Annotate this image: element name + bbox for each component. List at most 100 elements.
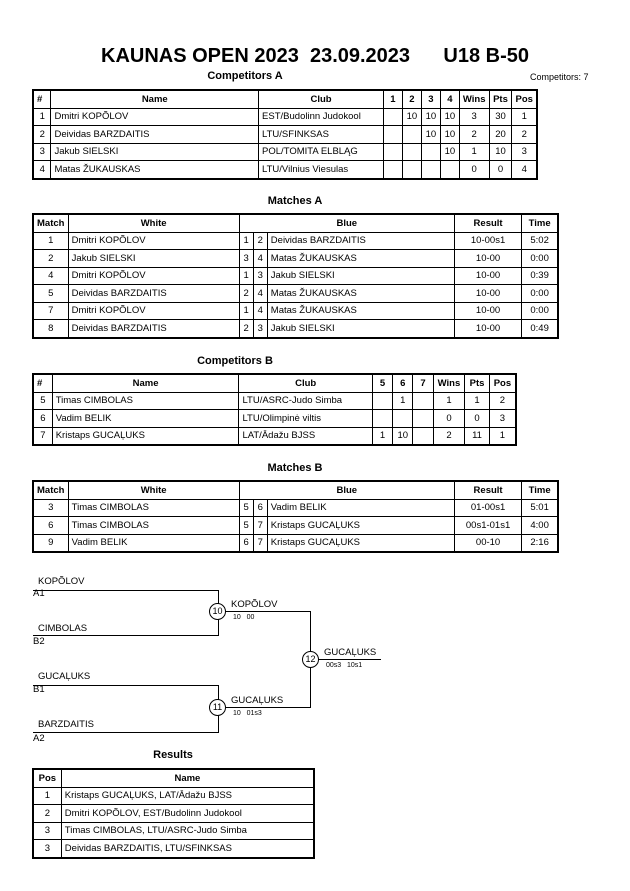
table-cell: Dmitri KOPÕLOV [67, 301, 240, 320]
table-cell: 11 [464, 426, 490, 446]
column-header: Pts [464, 373, 490, 393]
table-cell: 10 [439, 142, 460, 161]
table-cell: 20 [488, 125, 513, 144]
table-cell: Dmitri KOPÕLOV [67, 231, 240, 250]
table-cell: 5 [238, 516, 254, 535]
table-cell: 0:00 [521, 301, 559, 320]
table-cell: 3 [458, 107, 490, 126]
table-cell [371, 409, 394, 428]
table-cell: Matas ŽUKAUSKAS [266, 301, 455, 320]
table-cell: 00s1-01s1 [453, 516, 523, 535]
table-cell: Dmitri KOPÕLOV [50, 107, 260, 126]
bracket-name-a2: BARZDAITIS [38, 719, 94, 730]
bracket-line [219, 611, 310, 612]
competitors-a-heading: Competitors A [207, 70, 283, 82]
column-header: # [32, 89, 52, 109]
table-cell [412, 391, 434, 410]
table-cell: 0:00 [521, 249, 559, 268]
table-cell: Kristaps GUCAĻUKS [266, 533, 455, 553]
table-cell: 2:16 [521, 533, 559, 553]
table-cell: 10-00 [453, 284, 523, 303]
table-cell: 10 [439, 125, 460, 144]
table-cell: 01-00s1 [453, 498, 523, 517]
column-header: Name [51, 373, 240, 393]
table-cell: 0:49 [521, 319, 559, 338]
table-cell: 4 [32, 160, 52, 179]
bracket-m12-winner: GUCAĻUKS [324, 647, 377, 658]
table-cell: 10 [439, 107, 460, 126]
table-cell: 10 [420, 107, 441, 126]
table-cell: 4 [252, 249, 268, 268]
column-header: Club [238, 373, 373, 393]
table-cell: 8 [32, 319, 69, 338]
table-cell: 10-00s1 [453, 231, 523, 250]
table-cell: 0 [458, 160, 490, 179]
table-cell: Jakub SIELSKI [50, 142, 260, 161]
table-cell: 4 [252, 284, 268, 303]
bracket-name-b2: CIMBOLAS [38, 623, 88, 634]
table-cell: 0 [464, 409, 490, 428]
column-header: Result [453, 480, 523, 500]
bracket-seed-b2: B2 [33, 636, 45, 647]
table-cell: 10 [488, 142, 513, 161]
table-cell: 3 [252, 319, 268, 338]
bracket-m11-winner: GUCAĻUKS [231, 695, 284, 706]
table-cell: 3 [238, 249, 254, 268]
table-cell: 0:39 [521, 266, 559, 285]
table-cell: 2 [511, 125, 538, 144]
column-header: Time [521, 480, 559, 500]
table-cell [439, 160, 460, 179]
matches-b-heading: Matches B [267, 462, 323, 474]
table-cell: 4 [511, 160, 538, 179]
table-cell: 1 [464, 391, 490, 410]
bracket-m10-score: 10 00 [233, 614, 255, 621]
results-heading: Results [153, 749, 193, 761]
table-cell: Matas ŽUKAUSKAS [50, 160, 260, 179]
table-cell: Dmitri KOPÕLOV [67, 266, 240, 285]
table-cell [382, 125, 403, 144]
table-cell: LTU/SFINKSAS [258, 125, 384, 144]
table-cell [420, 142, 441, 161]
table-cell: Kristaps GUCAĻUKS, LAT/Ādažu BJSS [60, 786, 315, 805]
table-cell: 2 [432, 426, 466, 446]
table-cell: 9 [32, 533, 69, 553]
page-title: KAUNAS OPEN 2023 23.09.2023 U18 B-50 [101, 45, 529, 67]
table-cell: 2 [32, 125, 52, 144]
table-cell: 4 [32, 266, 69, 285]
table-cell [382, 142, 403, 161]
table-header-row: Match White Blue Result Time [32, 480, 559, 500]
bracket-seed-b1: B1 [33, 684, 45, 695]
table-cell: 10-00 [453, 319, 523, 338]
table-cell: 2 [252, 231, 268, 250]
column-header: Pts [488, 89, 513, 109]
table-cell [412, 409, 434, 428]
table-cell: 30 [488, 107, 513, 126]
table-cell: Jakub SIELSKI [67, 249, 240, 268]
table-cell: Deividas BARZDAITIS [50, 125, 260, 144]
table-cell: Vadim BELIK [266, 498, 455, 517]
column-header: White [67, 480, 240, 500]
table-cell: 1 [511, 107, 538, 126]
table-cell: 5 [32, 391, 53, 410]
table-cell [401, 125, 422, 144]
table-cell: Timas CIMBOLAS, LTU/ASRC-Judo Simba [60, 821, 315, 840]
bracket-match-12: 12 [302, 651, 319, 668]
table-cell [401, 160, 422, 179]
table-cell: 5 [238, 498, 254, 517]
table-cell: 2 [32, 804, 62, 823]
table-cell: 1 [392, 391, 414, 410]
competitors-count: Competitors: 7 [530, 72, 589, 82]
table-cell: Jakub SIELSKI [266, 266, 455, 285]
bracket-m11-score: 10 01s3 [233, 710, 262, 717]
column-header: 6 [392, 373, 414, 393]
column-header: 5 [371, 373, 394, 393]
table-header-row: # Name Club 5 6 7 Wins Pts Pos [32, 373, 517, 393]
